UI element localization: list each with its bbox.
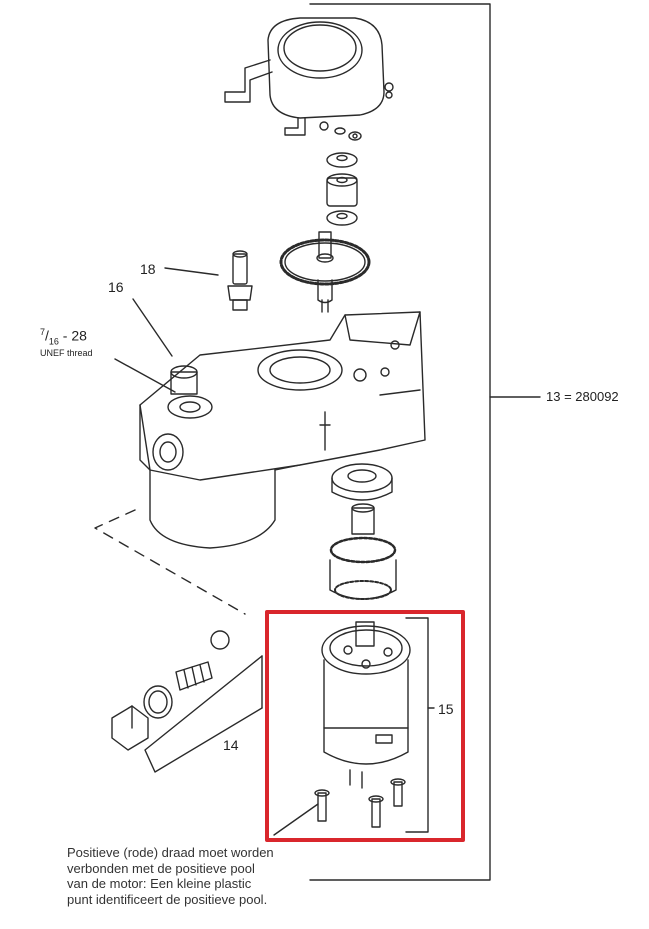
thread-fraction-denominator: 16	[48, 336, 59, 347]
label-14-detent: 14	[223, 737, 239, 753]
caption-line: punt identificeert de positieve pool.	[67, 891, 268, 907]
inlet-port	[114, 298, 213, 471]
motor-screws	[273, 778, 406, 836]
caption-line: Positieve (rode) draad moet worden	[67, 845, 274, 860]
polarity-caption: Positieve (rode) draad moet worden verbo…	[67, 845, 327, 907]
label-18: 18	[140, 261, 156, 277]
planetary-gear-set	[329, 503, 397, 600]
label-15-motor: 15	[438, 701, 454, 717]
motor	[321, 617, 435, 833]
caption-line: verbonden met de positieve pool	[67, 860, 255, 876]
bushing	[331, 463, 393, 501]
assembly-bracket	[309, 3, 541, 881]
washer-stack	[326, 152, 358, 226]
thread-size: - 28	[58, 327, 87, 344]
label-16: 16	[108, 279, 124, 295]
highlight-box	[265, 610, 465, 842]
top-cover	[224, 17, 394, 136]
gearbox-housing	[139, 311, 426, 549]
guide-line	[94, 509, 246, 615]
thread-spec-label: 7/16 - 28 UNEF thread	[40, 327, 93, 359]
thread-note: UNEF thread	[40, 348, 93, 359]
thread-fraction-numerator: 7	[40, 327, 46, 337]
caption-line: van de motor: Een kleine plastic	[67, 876, 252, 891]
label-13-assembly: 13 = 280092	[546, 389, 619, 404]
small-hardware	[319, 121, 362, 141]
part-18-pin	[164, 250, 253, 311]
detent-parts	[111, 630, 263, 773]
spur-gear	[279, 231, 371, 313]
